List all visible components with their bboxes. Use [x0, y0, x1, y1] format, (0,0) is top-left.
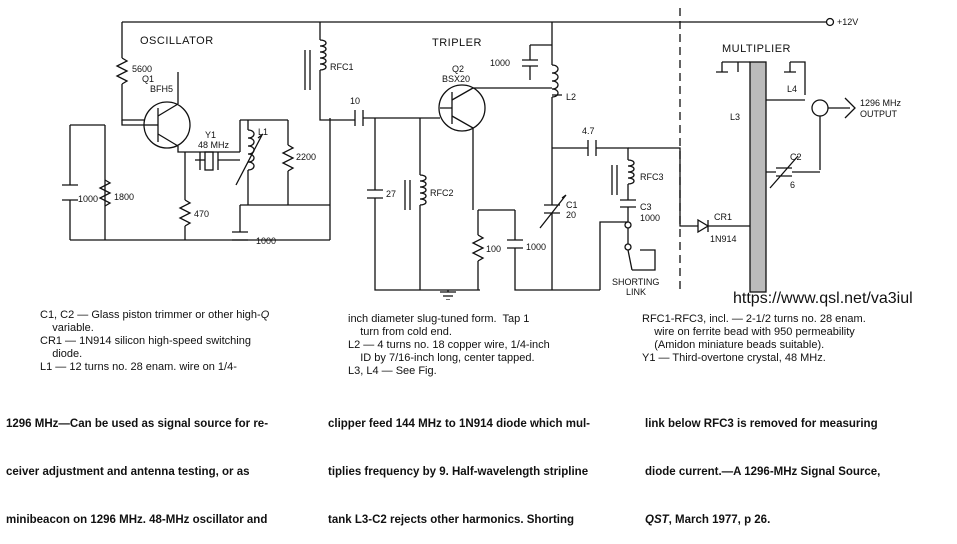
c1-label: C1	[566, 200, 578, 210]
note-y1: Y1 — Third-overtone crystal, 48 MHz.	[642, 352, 826, 364]
r1800-label: 1800	[114, 192, 134, 202]
c10-capacitor	[354, 110, 364, 126]
c1000b-label: 1000	[256, 236, 276, 246]
note-l1-tap: turn from cold end.	[348, 326, 452, 338]
source-url[interactable]: https://www.qsl.net/va3iul	[733, 290, 913, 307]
rfc1-choke	[319, 39, 327, 71]
c27-label: 27	[386, 189, 396, 199]
r2200-label: 2200	[296, 152, 316, 162]
note-l1-cont: inch diameter slug-tuned form. Tap 1	[348, 313, 530, 325]
c27-capacitor	[367, 189, 383, 199]
l3-label: L3	[730, 112, 740, 122]
link-label: LINK	[626, 287, 646, 297]
c1000b-capacitor	[232, 231, 248, 241]
output-label-1: 1296 MHz	[860, 98, 902, 108]
c1000c-capacitor	[522, 59, 538, 67]
r100-label: 100	[486, 244, 501, 254]
c47-capacitor	[587, 140, 597, 156]
cr1-diode	[697, 218, 710, 234]
rfc3-choke	[627, 159, 635, 185]
c2-label: C2	[790, 152, 802, 162]
note-c1-c2-cont: variable.	[40, 322, 94, 334]
c1000d-capacitor	[507, 239, 523, 249]
rfc3-label: RFC3	[640, 172, 664, 182]
notes-column-3: RFC1-RFC3, incl. — 2-1/2 turns no. 28 en…	[642, 313, 866, 365]
y1-label: Y1	[205, 130, 216, 140]
c1000a-capacitor	[62, 184, 78, 201]
note-l2: L2 — 4 turns no. 18 copper wire, 1/4-inc…	[348, 339, 550, 351]
note-rfc: RFC1-RFC3, incl. — 2-1/2 turns no. 28 en…	[642, 313, 866, 325]
note-l1: L1 — 12 turns no. 28 enam. wire on 1/4-	[40, 361, 237, 373]
r5600-label: 5600	[132, 64, 152, 74]
r2200-resistor	[281, 144, 295, 172]
r470-resistor	[178, 199, 192, 227]
c1000c-label: 1000	[490, 58, 510, 68]
l2-label: L2	[566, 92, 576, 102]
rfc2-choke	[419, 174, 427, 206]
caption-column-3: link below RFC3 is removed for measuring…	[645, 384, 880, 544]
oscillator-label: OSCILLATOR	[140, 35, 214, 47]
note-rfc-amidon: (Amidon miniature beads suitable).	[642, 339, 825, 351]
output-label-2: OUTPUT	[860, 109, 898, 119]
note-cr1-cont: diode.	[40, 348, 83, 360]
caption-line: tiplies frequency by 9. Half-wavelength …	[328, 466, 589, 478]
rfc1-label: RFC1	[330, 62, 354, 72]
cr1-type: 1N914	[710, 234, 737, 244]
c1000d-label: 1000	[526, 242, 546, 252]
caption-column-1: 1296 MHz—Can be used as signal source fo…	[6, 384, 268, 544]
l2-inductor	[551, 64, 559, 98]
c10-label: 10	[350, 96, 360, 106]
caption-line: diode current.—A 1296-MHz Signal Source,	[645, 466, 881, 478]
caption-line: ceiver adjustment and antenna testing, o…	[6, 466, 250, 478]
l1-inductor	[247, 129, 255, 171]
output-connector	[811, 99, 829, 117]
note-c1-c2: C1, C2 — Glass piston trimmer or other h…	[40, 309, 270, 321]
c47-label: 4.7	[582, 126, 595, 136]
note-rfc-cont: wire on ferrite bead with 950 permeabili…	[642, 326, 855, 338]
caption-line: QST, March 1977, p 26.	[645, 514, 771, 526]
c1-value: 20	[566, 210, 576, 220]
note-l2-cont: ID by 7/16-inch long, center tapped.	[348, 352, 535, 364]
note-l3-l4: L3, L4 — See Fig.	[348, 365, 437, 377]
q1-type: BFH5	[150, 84, 173, 94]
caption-line: link below RFC3 is removed for measuring	[645, 418, 878, 430]
l3-stripline	[749, 61, 767, 293]
ground-symbol	[440, 291, 456, 300]
c3-capacitor	[620, 199, 636, 208]
r470-label: 470	[194, 209, 209, 219]
r5600-resistor	[115, 57, 129, 85]
cr1-label: CR1	[714, 212, 732, 222]
q2-transistor	[438, 84, 486, 132]
c1000a-label: 1000	[78, 194, 98, 204]
c3-label: C3	[640, 202, 652, 212]
multiplier-label: MULTIPLIER	[722, 43, 791, 55]
q2-type: BSX20	[442, 74, 470, 84]
l1-label: L1	[258, 127, 268, 137]
note-cr1: CR1 — 1N914 silicon high-speed switching	[40, 335, 251, 347]
supply-label: +12V	[837, 17, 858, 27]
shorting-label: SHORTING	[612, 277, 659, 287]
c2-trimmer	[769, 155, 799, 189]
r1800-resistor	[98, 179, 112, 207]
caption-column-2: clipper feed 144 MHz to 1N914 diode whic…	[328, 384, 590, 544]
q2-label: Q2	[452, 64, 464, 74]
notes-column-2: inch diameter slug-tuned form. Tap 1 tur…	[348, 313, 550, 378]
c1-trimmer	[539, 194, 567, 229]
supply-terminal	[825, 17, 835, 27]
rfc2-label: RFC2	[430, 188, 454, 198]
l4-label: L4	[787, 84, 797, 94]
caption-line: clipper feed 144 MHz to 1N914 diode whic…	[328, 418, 591, 430]
y1-crystal	[204, 151, 214, 171]
notes-column-1: C1, C2 — Glass piston trimmer or other h…	[40, 309, 269, 374]
caption-line: tank L3-C2 rejects other harmonics. Shor…	[328, 514, 575, 526]
c2-value: 6	[790, 180, 795, 190]
tripler-label: TRIPLER	[432, 37, 482, 49]
schematic: OSCILLATOR TRIPLER MULTIPLIER +12V 5600 …	[62, 8, 902, 300]
q1-label: Q1	[142, 74, 154, 84]
caption-line: minibeacon on 1296 MHz. 48-MHz oscillato…	[6, 514, 268, 526]
r100-resistor	[471, 234, 485, 262]
caption-line: 1296 MHz—Can be used as signal source fo…	[6, 418, 269, 430]
c3-value: 1000	[640, 213, 660, 223]
y1-freq: 48 MHz	[198, 140, 230, 150]
